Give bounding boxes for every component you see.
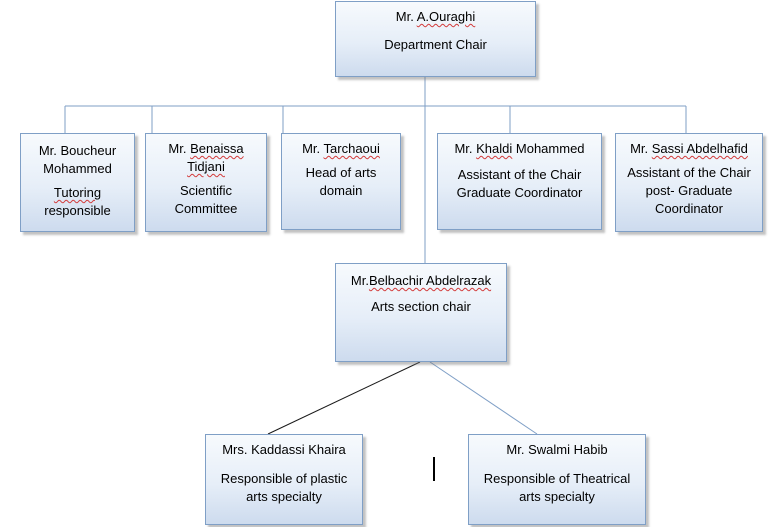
benaissa-name-line2: Tidjani [187,159,225,174]
khaldi-name-line: Mr. Khaldi Mohammed [454,141,585,156]
section-chair-name-line: Mr.Belbachir Abdelrazak [350,273,492,288]
boucheur-name-line1: Mr. Boucheur [38,143,117,158]
swalmi-name: Mr. Swalmi Habib [506,442,608,457]
node-section-chair: Mr.Belbachir Abdelrazak Arts section cha… [335,263,507,362]
node-kaddassi: Mrs. Kaddassi Khaira Responsible of plas… [205,434,363,525]
kaddassi-role-a: Responsible of plastic [220,471,348,486]
link-section-to-kaddassi [267,361,421,435]
tarchaoui-role-b: domain [319,183,363,198]
tarchaoui-name-line: Mr. Tarchaoui [302,141,380,156]
link-section-to-swalmi [429,361,538,435]
sassi-role-c: Coordinator [655,201,723,216]
swalmi-role-b: arts specialty [519,489,595,504]
text-cursor [433,457,435,481]
sassi-name-line: Mr. Sassi Abdelhafid [630,141,748,156]
benaissa-name-line1: Mr. Benaissa [168,141,244,156]
sassi-role-a: Assistant of the Chair [627,165,751,180]
khaldi-role-a: Assistant of the Chair [457,167,582,182]
chair-name-line: Mr. A.Ouraghi [395,9,476,24]
khaldi-role-b: Graduate Coordinator [456,185,583,200]
node-department-chair: Mr. A.Ouraghi Department Chair [335,1,536,77]
kaddassi-name: Mrs. Kaddassi Khaira [222,442,346,457]
node-khaldi: Mr. Khaldi Mohammed Assistant of the Cha… [437,133,602,230]
node-swalmi: Mr. Swalmi Habib Responsible of Theatric… [468,434,646,525]
tarchaoui-role-a: Head of arts [305,165,377,180]
boucheur-name-line2: Mohammed [43,161,112,176]
section-chair-role: Arts section chair [371,299,471,314]
node-boucheur: Mr. Boucheur Mohammed Tutoring responsib… [20,133,135,232]
benaissa-role-b: Committee [174,201,238,216]
node-tarchaoui: Mr. Tarchaoui Head of arts domain [281,133,401,230]
chair-role: Department Chair [384,37,487,52]
boucheur-role-a: Tutoring [53,185,102,200]
kaddassi-role-b: arts specialty [246,489,322,504]
swalmi-role-a: Responsible of Theatrical [483,471,631,486]
boucheur-role-b: responsible [44,203,111,218]
chair-name: A.Ouraghi [416,9,476,24]
node-benaissa: Mr. Benaissa Tidjani Scientific Committe… [145,133,267,232]
benaissa-role-a: Scientific [179,183,233,198]
sassi-role-b: post- Graduate [645,183,733,198]
node-sassi: Mr. Sassi Abdelhafid Assistant of the Ch… [615,133,763,232]
